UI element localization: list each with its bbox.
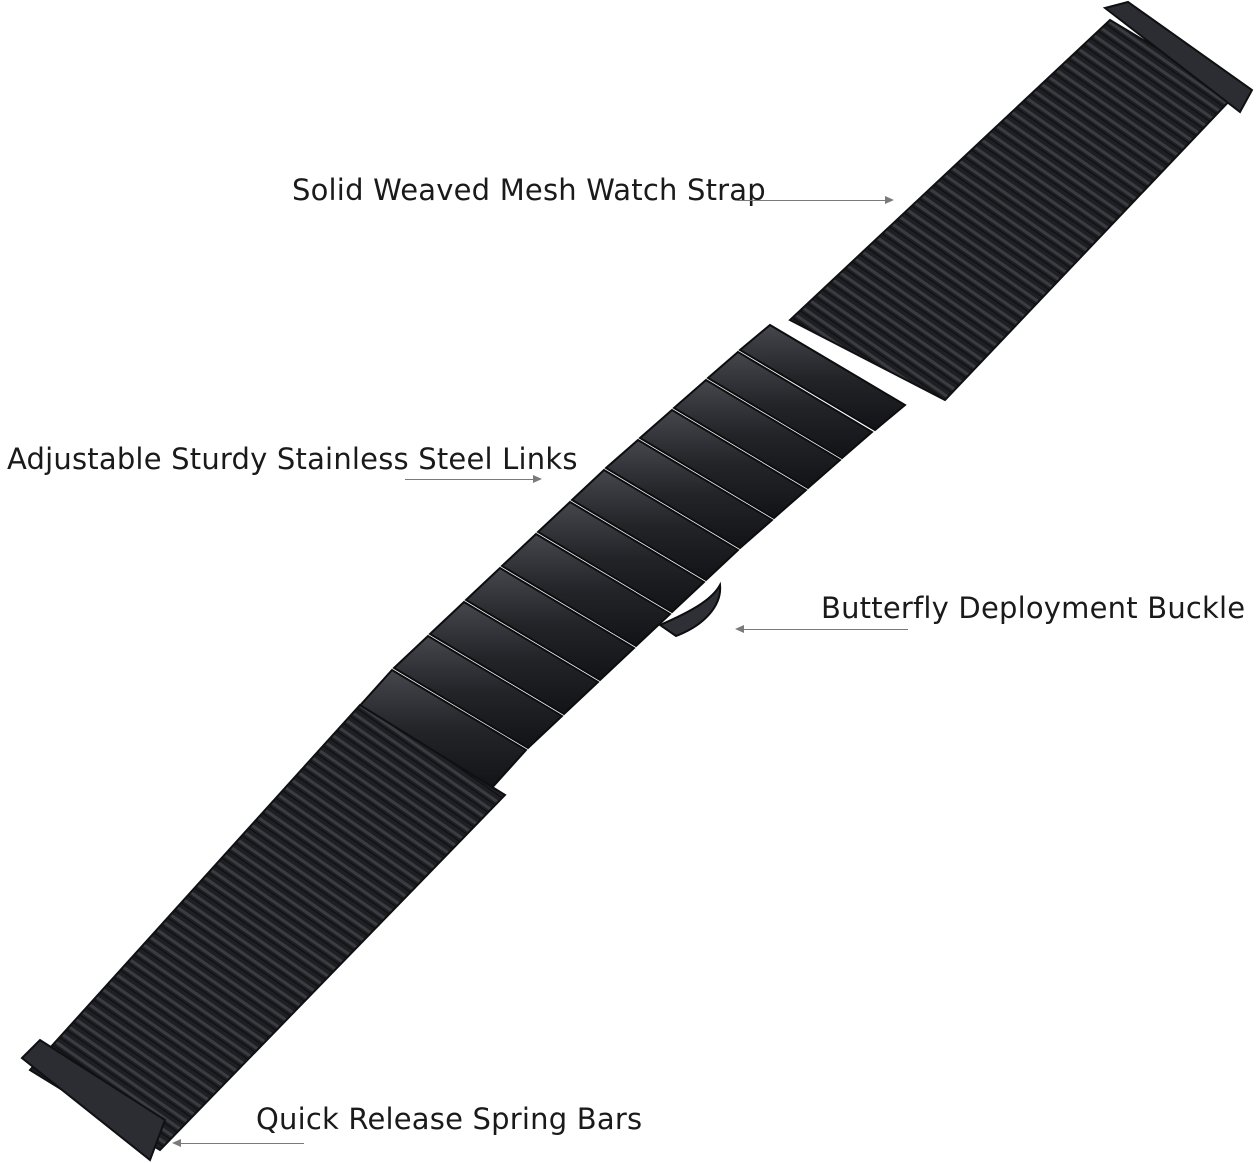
spring-bars-arrowhead (172, 1139, 181, 1147)
spring-bars-pointer (181, 1143, 304, 1144)
lower-spring-bar (20, 1038, 167, 1162)
butterfly-buckle (657, 581, 722, 638)
steel-links-arrowhead (533, 475, 542, 483)
spring-bars-label: Quick Release Spring Bars (256, 1102, 643, 1136)
steel-links-pointer (405, 479, 533, 480)
mesh-strap-arrowhead (885, 196, 894, 204)
lower-mesh-strap (28, 703, 507, 1152)
stainless-steel-links (354, 323, 907, 792)
buckle-pointer (744, 629, 908, 630)
steel-links-label: Adjustable Sturdy Stainless Steel Links (7, 442, 578, 476)
upper-spring-bar (1102, 0, 1254, 114)
mesh-strap-pointer (737, 200, 885, 201)
upper-mesh-strap (788, 18, 1237, 402)
mesh-strap-label: Solid Weaved Mesh Watch Strap (292, 173, 766, 207)
buckle-label: Butterfly Deployment Buckle (821, 591, 1246, 625)
buckle-arrowhead (735, 625, 744, 633)
